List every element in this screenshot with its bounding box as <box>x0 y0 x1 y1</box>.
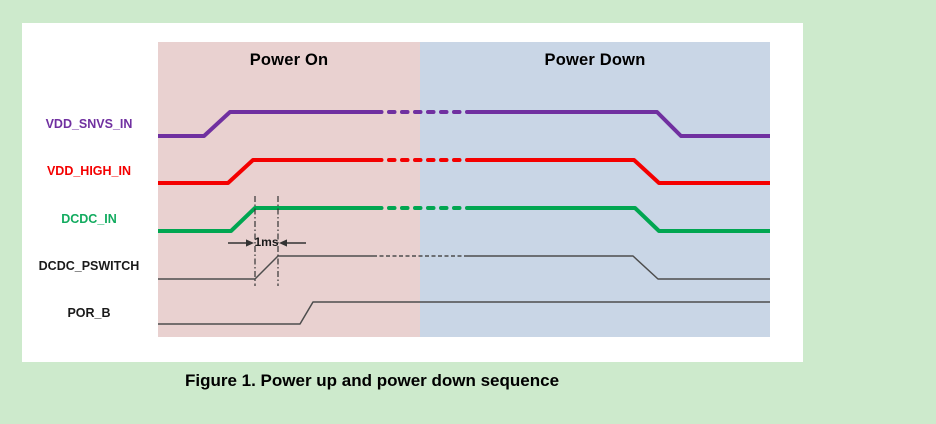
power-down-region: Power Down <box>420 42 770 337</box>
signal-label-dcdc_pswitch: DCDC_PSWITCH <box>38 259 140 273</box>
signal-label-vdd_snvs_in: VDD_SNVS_IN <box>45 117 133 131</box>
power-on-region: Power On <box>158 42 420 337</box>
figure-caption: Figure 1. Power up and power down sequen… <box>184 371 560 390</box>
signal-label-dcdc_in: DCDC_IN <box>61 212 117 226</box>
signal-label-vdd_high_in: VDD_HIGH_IN <box>46 164 132 178</box>
signal-label-por_b: POR_B <box>67 306 111 320</box>
power-on-title: Power On <box>249 51 329 69</box>
delay-annotation-label: 1ms <box>254 235 279 249</box>
power-down-title: Power Down <box>544 51 646 69</box>
